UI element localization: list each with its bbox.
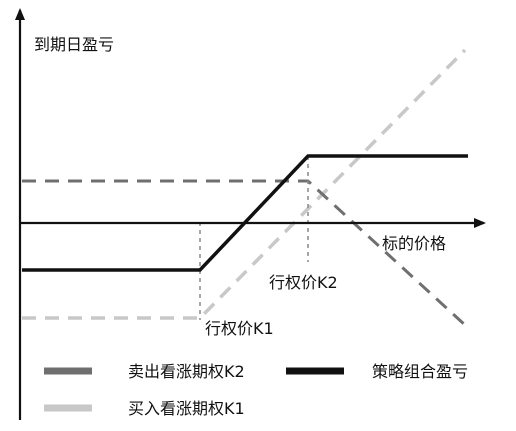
k1-label: 行权价K1 <box>205 319 274 338</box>
k2-label: 行权价K2 <box>269 273 338 292</box>
sell-call-k2-line <box>22 179 467 327</box>
legend-label-sell-call: 卖出看涨期权K2 <box>128 362 245 381</box>
legend-label-strategy: 策略组合盈亏 <box>372 362 468 381</box>
legend: 卖出看涨期权K2 策略组合盈亏 买入看涨期权K1 <box>44 362 468 418</box>
y-axis-label: 到期日盈亏 <box>34 35 114 54</box>
x-axis-label: 标的价格 <box>382 234 446 253</box>
buy-call-k1-line <box>22 48 467 320</box>
strategy-total-line <box>22 154 468 272</box>
legend-label-buy-call: 买入看涨期权K1 <box>128 399 245 418</box>
